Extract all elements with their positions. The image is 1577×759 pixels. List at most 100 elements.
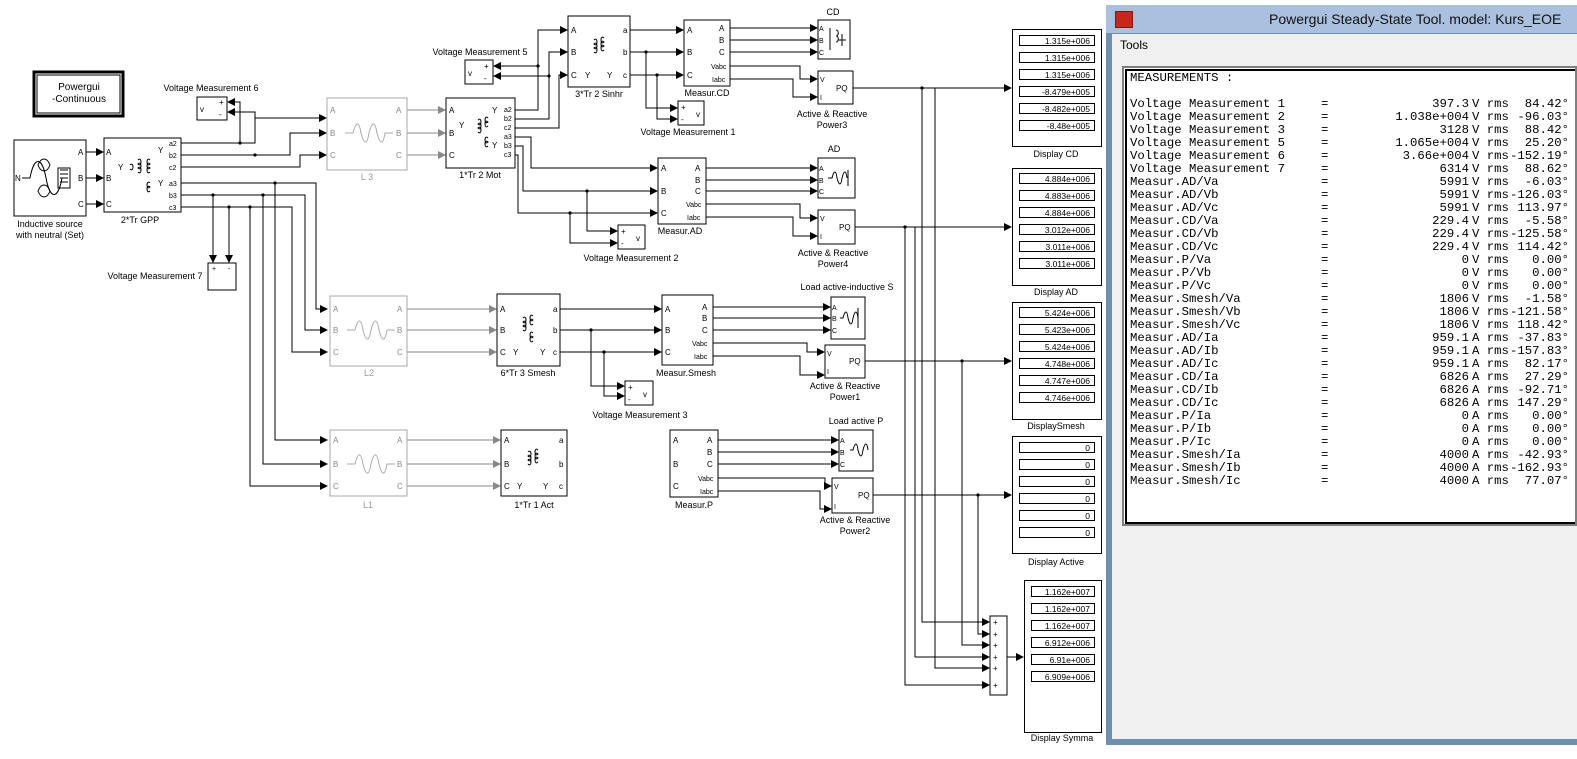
pq3-label-2: Power3: [817, 120, 848, 130]
svg-text:A: A: [832, 305, 837, 312]
svg-text:PQ: PQ: [836, 84, 848, 93]
measurement-angle: -125.58°: [1509, 227, 1569, 241]
display-symma-value: 6.91e+006: [1031, 654, 1095, 665]
display-smesh-value: 4.748e+006: [1019, 358, 1095, 369]
pq3-label-1: Active & Reactive: [797, 109, 868, 119]
measurement-name: Voltage Measurement 7: [1130, 162, 1285, 176]
display-cd-value: 1.315e+006: [1019, 69, 1095, 80]
svg-text:C: C: [449, 151, 455, 160]
line-l2-block[interactable]: A B C A B C L2: [329, 295, 408, 378]
measurement-unit: V rms: [1472, 253, 1509, 267]
measurement-unit: A rms: [1472, 357, 1509, 371]
measurement-ad-block[interactable]: A B C A B C Vabc Iabc Measur.AD: [657, 157, 707, 236]
svg-text:Iabc: Iabc: [694, 354, 708, 361]
measurement-unit: A rms: [1472, 448, 1509, 462]
voltage-measurement-5-block[interactable]: + - v Voltage Measurement 5: [432, 47, 528, 85]
load-p-block[interactable]: A B C Load active P: [829, 416, 884, 472]
measurement-p-block[interactable]: A B C A B C Vabc Iabc Measur.P: [669, 429, 719, 510]
measurements-listbox[interactable]: MEASUREMENTS : Voltage Measurement 1=397…: [1122, 66, 1577, 526]
measurement-angle: 0.00°: [1532, 279, 1569, 293]
svg-text:PQ: PQ: [839, 223, 851, 232]
gpp-port-b: B: [106, 174, 111, 183]
measurement-value: 4000: [1439, 461, 1469, 475]
svg-text:+: +: [628, 383, 633, 392]
svg-text:B: B: [832, 316, 837, 323]
display-smesh-value: 4.747e+006: [1019, 375, 1095, 386]
svg-text:A: A: [333, 436, 339, 445]
measurement-value: 397.3: [1432, 97, 1469, 111]
menu-tools[interactable]: Tools: [1120, 38, 1149, 52]
voltage-measurement-6-block[interactable]: + - v Voltage Measurement 6: [163, 83, 259, 121]
display-cd[interactable]: 1.315e+006 1.315e+006 1.315e+006 -8.479e…: [1012, 29, 1102, 147]
transformer-mot-block[interactable]: A B C Y Y Y a2 b2 c2 a3 b3 c3 1*Tr 2 Mot: [445, 97, 516, 180]
svg-text:C: C: [819, 189, 824, 196]
measurement-name: Measur.P/Va: [1130, 253, 1212, 267]
measurement-name: Measur.AD/Va: [1130, 175, 1219, 189]
voltage-measurement-1-block[interactable]: + - v Voltage Measurement 1: [640, 100, 736, 137]
display-active[interactable]: 0 0 0 0 0 0: [1012, 436, 1102, 554]
svg-text:+: +: [681, 103, 686, 112]
svg-text:Y: Y: [513, 348, 519, 357]
steady-state-tool-window[interactable]: Powergui Steady-State Tool. model: Kurs_…: [1106, 5, 1577, 745]
window-title-bar[interactable]: Powergui Steady-State Tool. model: Kurs_…: [1106, 5, 1577, 33]
load-ad-block[interactable]: A B C AD: [817, 144, 856, 199]
svg-text:+: +: [993, 664, 998, 673]
pq4-block[interactable]: V I PQ Active & Reactive Power4: [798, 209, 869, 269]
svg-text:a2: a2: [504, 107, 512, 114]
measurement-equals: =: [1321, 409, 1329, 423]
svg-text:B: B: [661, 187, 666, 196]
measurement-angle: 147.29°: [1517, 396, 1569, 410]
measurement-value: 959.1: [1432, 357, 1469, 371]
svg-text:-: -: [484, 74, 487, 83]
powergui-label-1: Powergui: [58, 82, 100, 93]
line-l3-block[interactable]: A B C A B C L 3: [326, 97, 408, 182]
inductive-source-block[interactable]: A B C N Inductive source with neutral (S…: [13, 139, 87, 240]
measurement-angle: 82.17°: [1524, 357, 1569, 371]
load-cd-block[interactable]: A B C CD: [817, 7, 851, 60]
measurement-smesh-block[interactable]: A B C A B C Vabc Iabc Measur.Smesh: [656, 294, 716, 378]
load-smesh-block[interactable]: A B C Load active-inductive S: [800, 282, 894, 340]
svg-text:a3: a3: [504, 134, 512, 141]
svg-text:+: +: [993, 618, 998, 627]
powergui-block[interactable]: Powergui -Continuous: [32, 70, 125, 118]
measurement-value: 6826: [1439, 383, 1469, 397]
measurement-equals: =: [1321, 240, 1329, 254]
load-p-label: Load active P: [829, 416, 884, 426]
display-cd-value: -8.482e+005: [1019, 103, 1095, 114]
line-l1-block[interactable]: A B C A B C L1: [329, 429, 408, 510]
svg-text:v: v: [643, 390, 647, 399]
sum-block[interactable]: + + + + + +: [989, 615, 1008, 696]
svg-text:A: A: [500, 305, 506, 314]
pq3-block[interactable]: V I PQ Active & Reactive Power3: [797, 70, 868, 130]
measurement-unit: V rms: [1472, 136, 1509, 150]
measurement-value: 0: [1461, 409, 1469, 423]
voltage-measurement-3-block[interactable]: + - v Voltage Measurement 3: [592, 380, 688, 420]
measurement-unit: A rms: [1472, 422, 1509, 436]
voltage-measurement-7-block[interactable]: + - Voltage Measurement 7: [107, 262, 237, 291]
transformer-smesh-block[interactable]: A B C a b c Y Y 6*Tr 3 Smesh: [496, 293, 561, 378]
pq1-block[interactable]: V I PQ Active & Reactive Power1: [810, 344, 881, 402]
measurement-unit: V rms: [1472, 201, 1509, 215]
measurement-angle: 0.00°: [1532, 422, 1569, 436]
measurement-name: Measur.Smesh/Ib: [1130, 461, 1241, 475]
measurement-cd-block[interactable]: A B C A B C Vabc Iabc Measur.CD: [683, 19, 731, 98]
voltage-measurement-2-block[interactable]: + - v Voltage Measurement 2: [583, 224, 679, 263]
svg-text:A: A: [397, 436, 403, 445]
transformer-act-block[interactable]: A B C a b c Y Y 1*Tr 1 Act: [500, 429, 568, 510]
measurement-angle: 113.97°: [1517, 201, 1569, 215]
display-symma-value: 6.912e+006: [1031, 637, 1095, 648]
transformer-sinhr-block[interactable]: A B C a b c Y Y 3*Tr 2 Sinhr: [567, 15, 631, 99]
measurement-equals: =: [1321, 188, 1329, 202]
smesh-tr-label: 6*Tr 3 Smesh: [501, 368, 556, 378]
display-symma[interactable]: 1.162e+007 1.162e+007 1.162e+007 6.912e+…: [1024, 580, 1102, 733]
transformer-gpp-block[interactable]: A B C Y Y Y a2 b2 c2 a3 b3 c3 2*Tr GPP: [103, 137, 182, 225]
display-ad[interactable]: 4.884e+006 4.883e+006 4.884e+006 3.012e+…: [1012, 168, 1102, 286]
svg-text:A: A: [719, 24, 725, 33]
measurement-equals: =: [1321, 292, 1329, 306]
pq2-block[interactable]: V I PQ Active & Reactive Power2: [820, 477, 891, 536]
svg-text:A: A: [673, 436, 679, 445]
measurement-unit: V rms: [1472, 318, 1509, 332]
svg-text:-: -: [219, 110, 222, 119]
display-smesh[interactable]: 5.424e+006 5.423e+006 5.424e+006 4.748e+…: [1012, 302, 1102, 420]
